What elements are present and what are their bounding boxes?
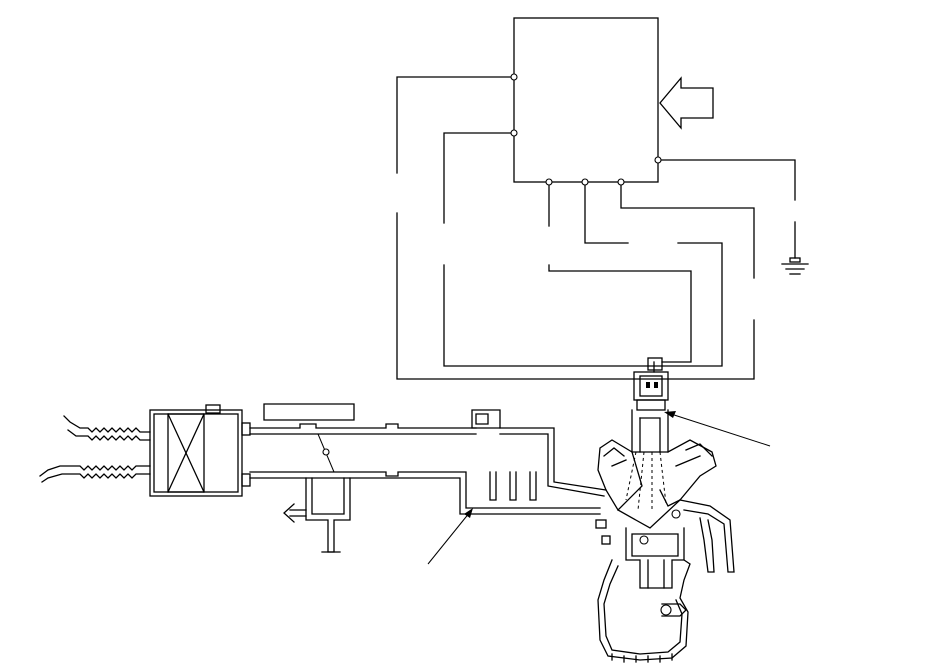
ground-icon: [781, 257, 809, 275]
connector-pointer: [664, 411, 771, 447]
control-unit: [513, 17, 659, 183]
inlet-snorkel-lower: [39, 465, 151, 483]
engine: [595, 409, 735, 663]
connector: [633, 357, 669, 411]
terminal-nodes: [510, 73, 662, 186]
intake-pointer: [427, 508, 473, 565]
intake-duct: [249, 403, 607, 553]
inlet-snorkel-upper: [63, 415, 151, 441]
wiring-harness: [396, 76, 796, 380]
input-arrow: [659, 76, 714, 130]
air-filter: [149, 404, 251, 497]
